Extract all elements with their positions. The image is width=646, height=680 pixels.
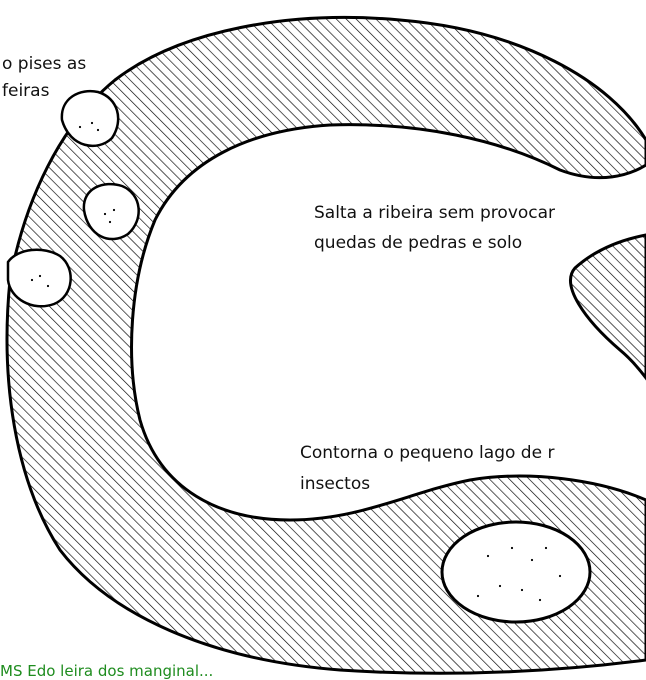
- boulder-3: [6, 248, 72, 308]
- label-river-line2: quedas de pedras e solo: [312, 231, 525, 255]
- label-river-line1: Salta a ribeira sem provocar: [312, 201, 558, 225]
- river-bank-shape: [569, 233, 646, 381]
- speckles: [30, 121, 562, 602]
- label-boulders-line1: o pises as: [0, 52, 89, 76]
- boulder-2: [82, 182, 140, 241]
- label-lake-line2: insectos: [298, 472, 373, 496]
- caption-partial: MS Edo leira dos manginal...: [0, 662, 214, 680]
- boulder-1: [60, 89, 120, 148]
- small-lake: [440, 520, 592, 624]
- label-lake-line1: Contorna o pequeno lago de r: [298, 441, 557, 465]
- label-boulders-line2: feiras: [0, 79, 52, 103]
